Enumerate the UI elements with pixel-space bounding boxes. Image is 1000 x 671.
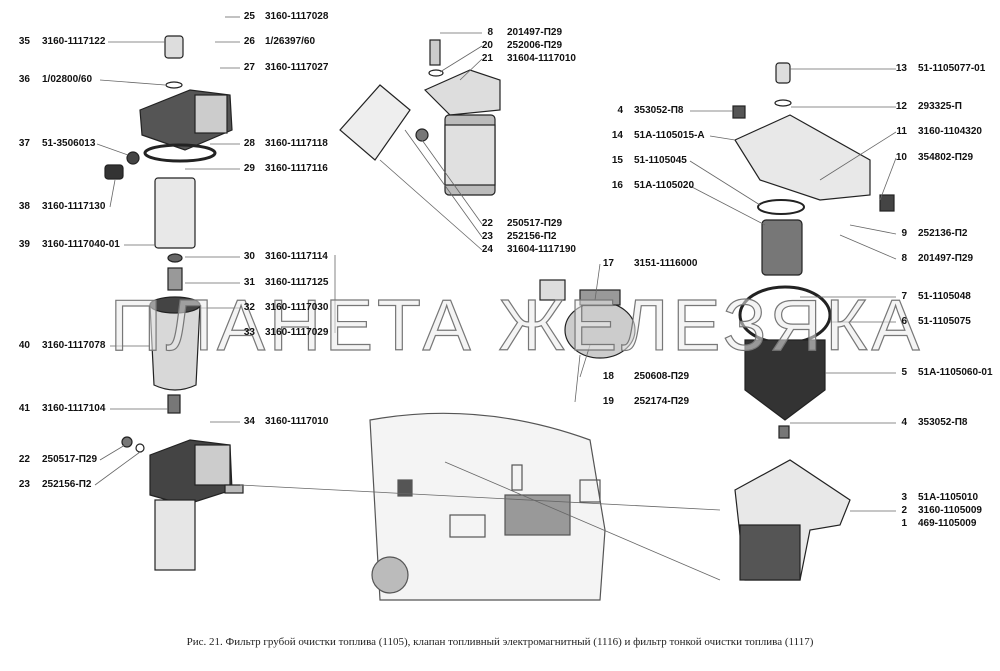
part-number: 201497-П29 bbox=[507, 27, 563, 38]
leader-lines bbox=[94, 16, 897, 581]
part-number: 3151-1116000 bbox=[634, 258, 698, 269]
part-number: 353052-П8 bbox=[918, 417, 968, 428]
callout-number: 1 bbox=[901, 518, 907, 529]
callout-number: 41 bbox=[18, 403, 30, 414]
callout-number: 37 bbox=[18, 138, 30, 149]
part-number: 51А-1105020 bbox=[634, 180, 695, 191]
callout-number: 23 bbox=[18, 479, 30, 490]
part-number: 3160-1117116 bbox=[265, 163, 328, 174]
callout-number: 26 bbox=[243, 36, 255, 47]
part-number: 3160-1117010 bbox=[265, 416, 329, 427]
part-number: 250517-П29 bbox=[507, 218, 563, 229]
callout-number: 24 bbox=[481, 244, 493, 255]
callout-number: 18 bbox=[602, 371, 614, 382]
callout-number: 2 bbox=[901, 505, 907, 516]
callout-number: 38 bbox=[18, 201, 30, 212]
figure-caption: Рис. 21. Фильтр грубой очистки топлива (… bbox=[186, 636, 814, 648]
callout-number: 40 bbox=[18, 340, 30, 351]
part-number: 3160-1117104 bbox=[42, 403, 106, 414]
part-number: 469-1105009 bbox=[918, 518, 977, 529]
part-number: 3160-1117029 bbox=[265, 327, 329, 338]
part-number: 1/26397/60 bbox=[265, 36, 316, 47]
coarse-filter-right bbox=[732, 62, 895, 581]
part-number: 3160-1117028 bbox=[265, 11, 329, 22]
part-number: 3160-1117040-01 bbox=[42, 239, 120, 250]
part-number: 51-1105077-01 bbox=[918, 63, 986, 74]
callout-number: 16 bbox=[611, 180, 623, 191]
callout-number: 14 bbox=[611, 130, 623, 141]
callout-number: 19 bbox=[602, 396, 614, 407]
callout-number: 6 bbox=[901, 316, 907, 327]
callout-number: 25 bbox=[243, 11, 255, 22]
callout-number: 21 bbox=[481, 53, 493, 64]
part-number: 51-3506013 bbox=[42, 138, 96, 149]
part-number: 51А-1105060-01 bbox=[918, 367, 993, 378]
part-number: 3160-1117030 bbox=[265, 302, 329, 313]
part-number: 354802-П29 bbox=[918, 152, 974, 163]
part-number: 51А-1105010 bbox=[918, 492, 979, 503]
part-number: 3160-1104320 bbox=[918, 126, 982, 137]
part-number: 293325-П bbox=[918, 101, 962, 112]
callout-number: 33 bbox=[243, 327, 255, 338]
part-number: 51-1105048 bbox=[918, 291, 971, 302]
callout-number: 27 bbox=[243, 62, 255, 73]
part-number: 3160-1117114 bbox=[265, 251, 328, 262]
callout-number: 13 bbox=[895, 63, 907, 74]
part-number: 3160-1117027 bbox=[265, 62, 329, 73]
callout-number: 32 bbox=[243, 302, 255, 313]
callout-number: 12 bbox=[895, 101, 907, 112]
part-number: 51А-1105015-А bbox=[634, 130, 705, 141]
part-number: 3160-1117118 bbox=[265, 138, 328, 149]
part-number: 201497-П29 bbox=[918, 253, 974, 264]
part-number: 353052-П8 bbox=[634, 105, 684, 116]
callout-number: 8 bbox=[487, 27, 493, 38]
callout-number: 30 bbox=[243, 251, 255, 262]
callout-number: 10 bbox=[895, 152, 907, 163]
callout-number: 29 bbox=[243, 163, 255, 174]
part-number: 31604-1117010 bbox=[507, 53, 576, 64]
callout-number: 8 bbox=[901, 253, 907, 264]
callout-number: 36 bbox=[18, 74, 30, 85]
filter-assembly-lower-left bbox=[121, 436, 244, 571]
callout-number: 28 bbox=[243, 138, 255, 149]
callout-number: 17 bbox=[602, 258, 614, 269]
part-number: 31604-1117190 bbox=[507, 244, 576, 255]
callout-number: 20 bbox=[481, 40, 493, 51]
callout-number: 4 bbox=[617, 105, 623, 116]
callout-number: 34 bbox=[243, 416, 255, 427]
part-number: 3160-1117122 bbox=[42, 36, 106, 47]
part-number: 3160-1105009 bbox=[918, 505, 982, 516]
part-number: 252156-П2 bbox=[42, 479, 92, 490]
part-number: 3160-1117125 bbox=[265, 277, 329, 288]
fine-filter-top-middle bbox=[339, 39, 501, 196]
solenoid-valve bbox=[539, 279, 636, 359]
part-number: 250608-П29 bbox=[634, 371, 690, 382]
callout-number: 22 bbox=[481, 218, 493, 229]
part-number: 3160-1117130 bbox=[42, 201, 106, 212]
callout-number: 23 bbox=[481, 231, 493, 242]
part-number: 3160-1117078 bbox=[42, 340, 106, 351]
part-number: 252136-П2 bbox=[918, 228, 968, 239]
callout-number: 11 bbox=[896, 126, 907, 137]
callout-number: 9 bbox=[901, 228, 907, 239]
callout-number: 35 bbox=[18, 36, 30, 47]
callout-number: 7 bbox=[901, 291, 907, 302]
filter-head-upper-left bbox=[104, 35, 233, 414]
part-number: 1/02800/60 bbox=[42, 74, 93, 85]
part-number: 51-1105045 bbox=[634, 155, 687, 166]
callout-number: 3 bbox=[901, 492, 907, 503]
callout-number: 39 bbox=[18, 239, 30, 250]
callout-number: 4 bbox=[901, 417, 907, 428]
callout-number: 31 bbox=[243, 277, 255, 288]
callout-number: 22 bbox=[18, 454, 30, 465]
part-number: 51-1105075 bbox=[918, 316, 971, 327]
callout-number: 5 bbox=[901, 367, 907, 378]
callout-number: 15 bbox=[611, 155, 623, 166]
vehicle-front-outline bbox=[369, 412, 606, 601]
part-number: 252156-П2 bbox=[507, 231, 557, 242]
part-number: 252006-П29 bbox=[507, 40, 563, 51]
part-number: 250517-П29 bbox=[42, 454, 98, 465]
part-number: 252174-П29 bbox=[634, 396, 690, 407]
